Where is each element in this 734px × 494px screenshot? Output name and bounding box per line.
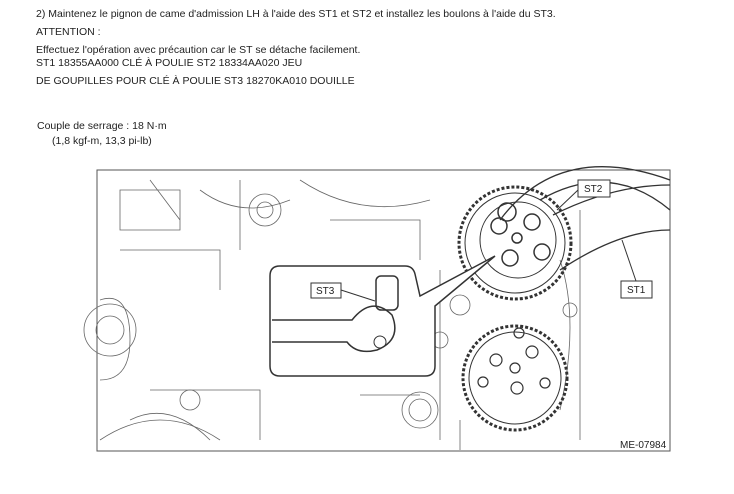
step-instruction: 2) Maintenez le pignon de came d'admissi…: [36, 8, 556, 20]
attention-line: ST1 18355AA000 CLÉ À POULIE ST2 18334AA0…: [36, 57, 303, 69]
figure-id: ME-07984: [620, 440, 667, 451]
callout-st2: ST2: [556, 179, 611, 211]
svg-text:ST3: ST3: [316, 286, 335, 297]
torque-alt-units: (1,8 kgf-m, 13,3 pi-lb): [52, 135, 152, 147]
attention-line: DE GOUPILLES POUR CLÉ À POULIE ST3 18270…: [36, 75, 355, 87]
attention-line: Effectuez l'opération avec précaution ca…: [36, 44, 361, 56]
torque-label: Couple de serrage : 18 N·m: [37, 120, 167, 132]
attention-label: ATTENTION :: [36, 26, 101, 38]
callout-st3: ST3: [310, 282, 376, 302]
svg-text:ST2: ST2: [584, 184, 603, 195]
svg-text:ST1: ST1: [627, 285, 646, 296]
callout-st1: ST1: [620, 239, 653, 299]
